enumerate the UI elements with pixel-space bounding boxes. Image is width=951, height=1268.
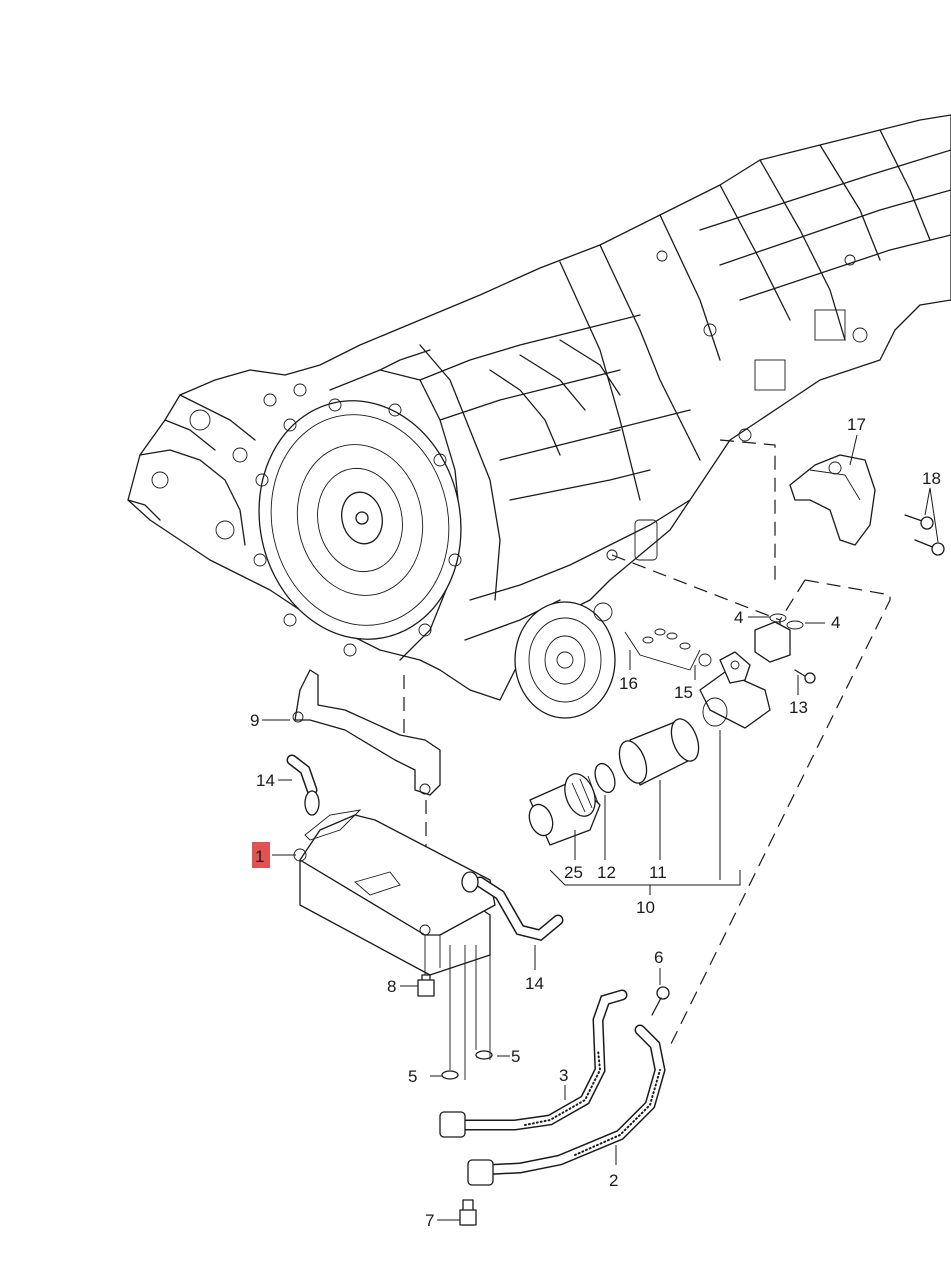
bolt-6 [651,986,670,1016]
callout-1: 1 [255,847,264,866]
callout-16: 16 [619,674,638,693]
callout-11: 11 [649,863,667,882]
callout-5-right: 5 [511,1047,520,1066]
callout-25: 25 [564,863,583,882]
bolt-8 [417,974,435,997]
oil-cooler-1 [293,809,496,976]
callout-14-upper: 14 [256,771,275,790]
callout-7: 7 [425,1211,434,1230]
callout-10: 10 [636,898,655,917]
callout-9: 9 [250,711,259,730]
bolt-7 [459,1199,477,1226]
oring-12 [594,762,616,794]
callout-6: 6 [654,948,663,967]
callout-3: 3 [559,1066,568,1085]
filter-cap-25 [528,773,601,846]
bolt-18 [904,514,945,556]
callout-14-lower: 14 [525,974,544,993]
callout-4-right: 4 [831,613,840,632]
callout-18: 18 [922,469,941,488]
callout-15: 15 [674,683,693,702]
callout-17: 17 [847,415,866,434]
oil-line-2 [467,1024,666,1186]
callout-8: 8 [387,977,396,996]
callout-13: 13 [789,698,808,717]
transmission-mount-17 [789,454,876,546]
callout-12: 12 [597,863,616,882]
filter-housing-11 [618,651,771,786]
callout-leaders [262,434,939,1221]
hose-14-lower [461,871,564,942]
callout-2: 2 [609,1171,618,1190]
callout-4-left: 4 [734,608,743,627]
oil-line-3 [439,989,628,1138]
callout-5-left: 5 [408,1067,417,1086]
group-bracket-10 [549,869,741,886]
filter-bracket-4-13 [754,613,816,684]
bracket-9 [292,669,441,796]
transmission-housing [127,114,951,719]
highlight-box-part-1 [252,842,270,868]
small-parts-15-16 [624,628,712,671]
hose-14-upper [286,754,320,816]
seal-5 [441,945,493,1080]
